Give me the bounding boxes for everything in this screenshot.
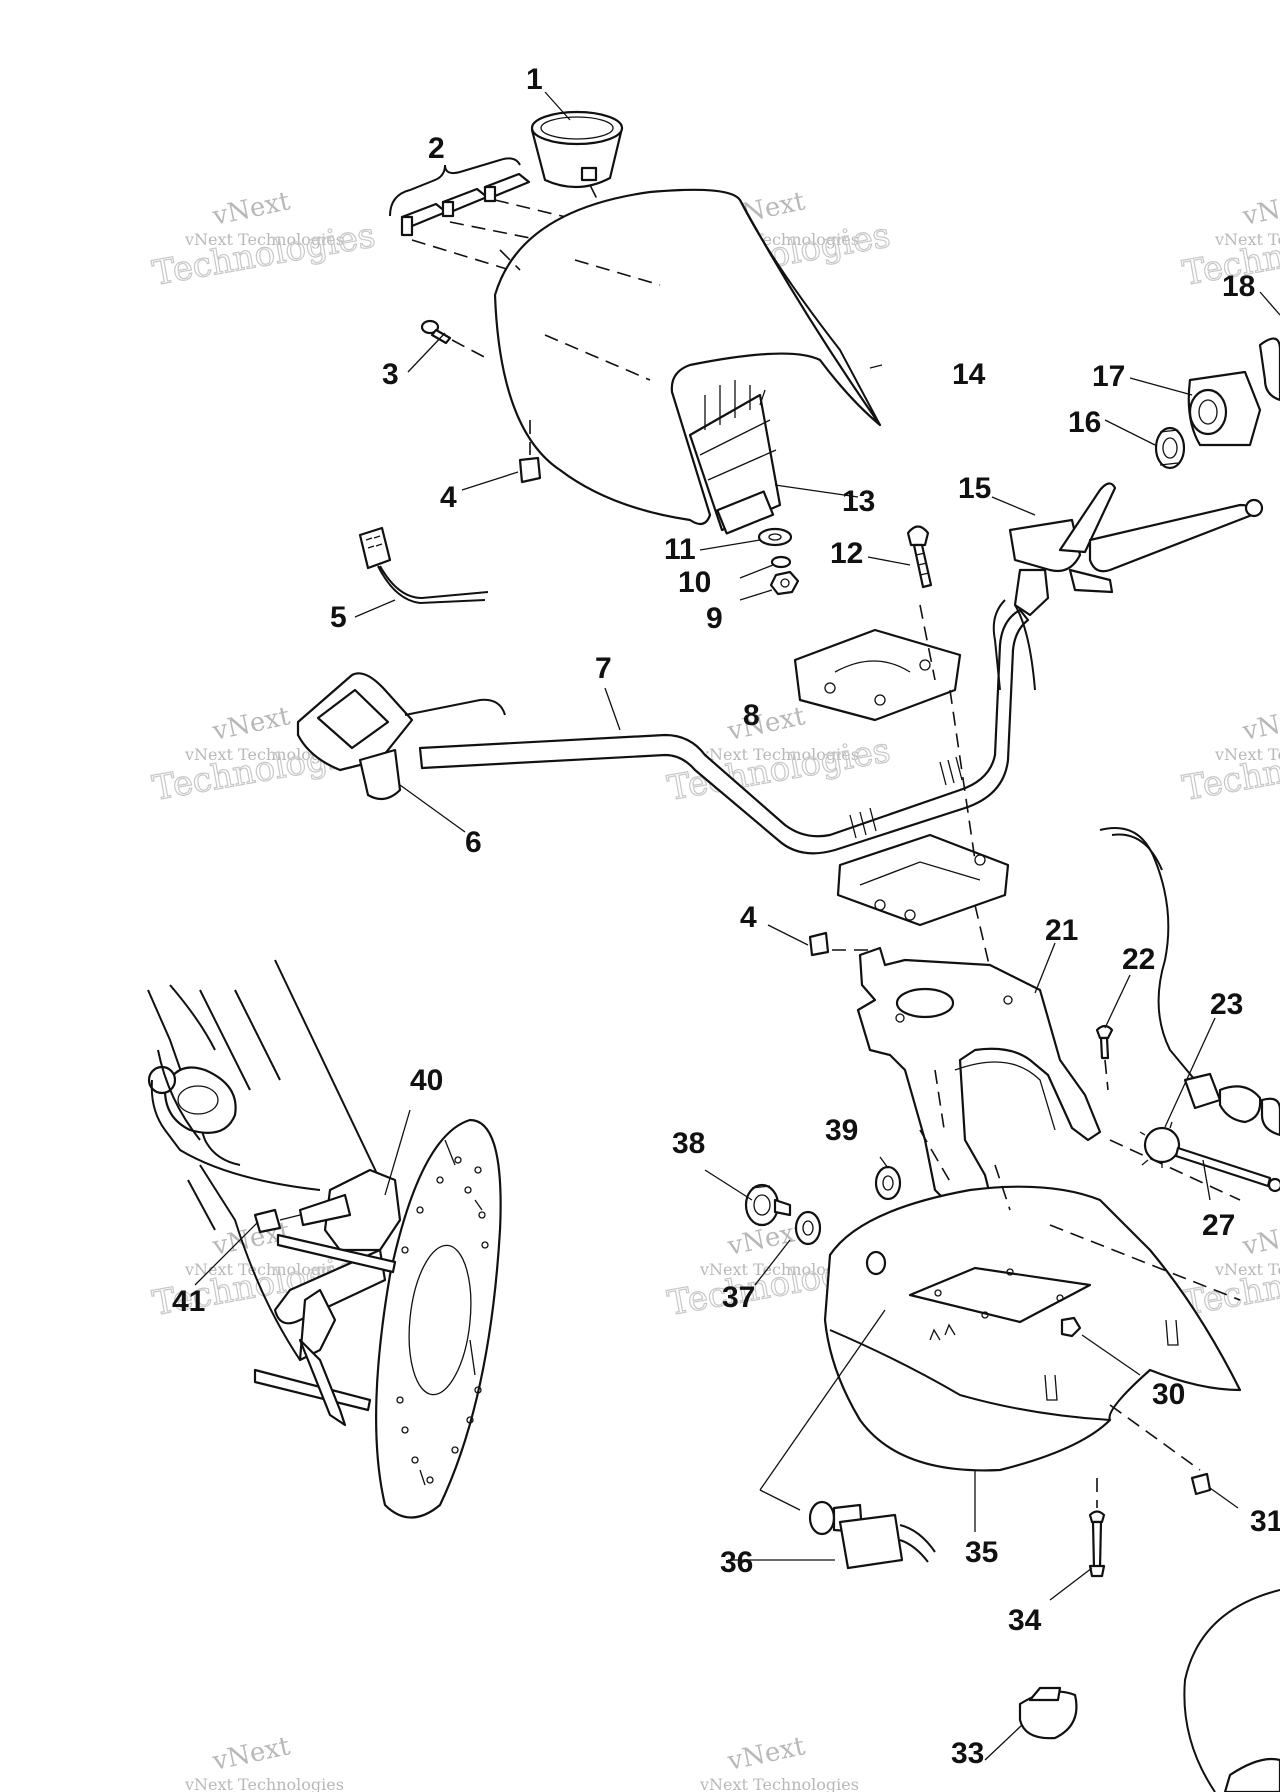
callout-5: 5: [330, 601, 347, 634]
brake-caliper-part: [253, 1168, 402, 1427]
watermark-text: vNext Technologies: [184, 1260, 344, 1279]
callout-1: 1: [526, 63, 543, 96]
callout-41: 41: [172, 1285, 205, 1318]
watermark-text: vNext: [1239, 701, 1280, 747]
watermark-text: vNext Technologies: [184, 230, 344, 249]
mounting-bracket-part: [856, 946, 1102, 1207]
callout-2: 2: [428, 132, 445, 165]
callout-37: 37: [722, 1281, 755, 1314]
gauge-cup-part: [530, 110, 624, 206]
retaining-nut-part: [1060, 1316, 1082, 1338]
callout-38: 38: [672, 1127, 705, 1160]
lower-pod-housing-part: [823, 1139, 1242, 1472]
mounting-screw-part: [1088, 1478, 1106, 1578]
watermark-text: vNext Technologies: [1214, 1260, 1280, 1279]
callout-6: 6: [465, 826, 482, 859]
watermark-text: vNext: [724, 701, 808, 747]
watermark-text: vNext: [724, 1731, 808, 1777]
watermark: vNext vNext Technologies: [699, 1731, 859, 1792]
grommet-part: [794, 1210, 822, 1246]
callout-4: 4: [440, 481, 457, 514]
callout-9: 9: [706, 602, 723, 635]
watermark-text: vNext: [209, 186, 293, 232]
callout-8: 8: [743, 699, 760, 732]
watermark-text: vNext: [209, 701, 293, 747]
callout-12: 12: [830, 537, 863, 570]
callout-22: 22: [1122, 943, 1155, 976]
clip-part-lower: [808, 931, 875, 957]
callout-leaders: [194, 91, 1280, 1761]
spacer-bushing-part: [874, 1165, 902, 1201]
front-fork-part: [147, 959, 381, 1361]
watermark: vNext vNext Technologies Technologies: [1179, 701, 1280, 809]
bolt-part: [906, 525, 933, 589]
callout-17: 17: [1092, 360, 1125, 393]
exploded-leader-lines: [499, 249, 1241, 1301]
pod-cover-part: [493, 188, 882, 526]
watermark-text: Technologies: [150, 215, 379, 293]
callout-35: 35: [965, 1536, 998, 1569]
callout-18: 18: [1222, 270, 1255, 303]
headlight-switch-part: [759, 1309, 936, 1570]
brake-disc-part: [375, 1118, 502, 1519]
callout-36: 36: [720, 1546, 753, 1579]
handlebar-part: [418, 608, 1030, 855]
callout-23: 23: [1210, 988, 1243, 1021]
switch-bushing-part: [1154, 426, 1186, 470]
callout-11: 11: [664, 533, 696, 566]
callout-21: 21: [1045, 914, 1078, 947]
callout-30: 30: [1152, 1378, 1185, 1411]
callout-34: 34: [1008, 1604, 1042, 1637]
screw-part: [420, 319, 491, 361]
callout-3: 3: [382, 358, 399, 391]
watermark-text: vNext Technologies: [184, 745, 344, 764]
callout-31: 31: [1250, 1505, 1280, 1538]
watermark: vNext vNext Technologies: [184, 1731, 344, 1792]
clip-part-upper: [518, 420, 542, 484]
clamp-lower-part: [836, 833, 1010, 927]
callout-7: 7: [595, 652, 612, 685]
retaining-clip-part: [1109, 1404, 1212, 1496]
callout-15: 15: [958, 472, 991, 505]
screw-part-small: [1095, 1024, 1114, 1091]
indicator-lights-part: [389, 157, 571, 271]
callout-14: 14: [952, 358, 986, 391]
brake-master-cylinder-part: [992, 482, 1264, 691]
watermark-text: vNext Technologies: [1214, 745, 1280, 764]
callout-39: 39: [825, 1114, 858, 1147]
connector-bracket-part: [688, 380, 782, 535]
watermark-text: vNext Technologies: [1214, 230, 1280, 249]
wiring-connector-part: [358, 526, 489, 605]
watermark-text: vNext: [1239, 1216, 1280, 1262]
watermark-text: vNext Technologies: [699, 745, 859, 764]
watermark-text: vNext: [1239, 186, 1280, 232]
sender-gear-part: [1139, 1121, 1280, 1193]
callout-40: 40: [410, 1064, 443, 1097]
callout-10: 10: [678, 566, 711, 599]
watermark-text: vNext Technologies: [184, 1775, 344, 1792]
switch-housing-part: [1187, 337, 1280, 447]
watermark-text: vNext: [209, 1731, 293, 1777]
callout-27: 27: [1202, 1209, 1235, 1242]
nut-part: [769, 570, 800, 596]
detail-inset-part: [1183, 1589, 1280, 1792]
washer-part: [757, 527, 793, 547]
speedo-cable-part: [1099, 827, 1280, 1137]
callout-labels: 1 2 3 4 5 6 7 8 9 10 11 12 13 14 15 16 1…: [172, 63, 1280, 1770]
clamp-upper-part: [793, 628, 962, 722]
callout-16: 16: [1068, 406, 1101, 439]
throttle-housing-part: [296, 672, 506, 801]
watermark-text: vNext Technologies: [699, 1775, 859, 1792]
watermark: vNext vNext Technologies Technologies: [149, 186, 379, 294]
callout-13: 13: [842, 485, 875, 518]
watermark-text: vNext Technologies: [699, 1260, 859, 1279]
callout-4-lower: 4: [740, 901, 757, 934]
rubber-grommet-part: [744, 1183, 792, 1227]
callout-33: 33: [951, 1737, 984, 1770]
hose-clamp-part: [1018, 1686, 1078, 1740]
lockwasher-part: [770, 555, 792, 569]
